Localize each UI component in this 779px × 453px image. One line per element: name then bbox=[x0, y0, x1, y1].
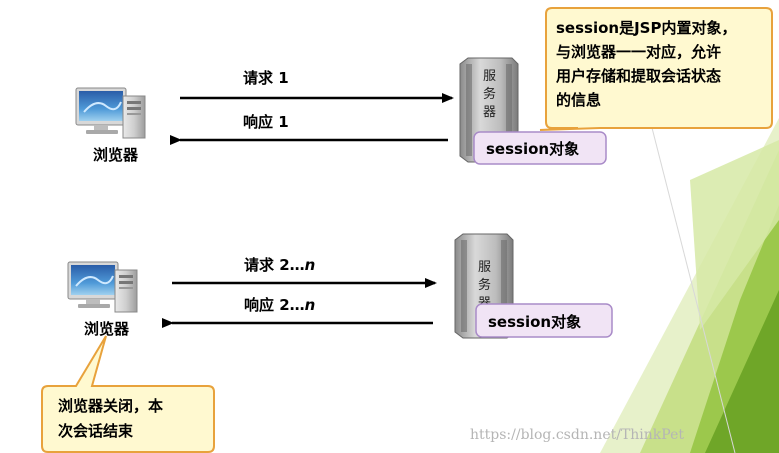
bottom-response-label: 响应 2…n bbox=[244, 296, 315, 314]
computer-icon bbox=[67, 261, 138, 313]
top-callout: session是JSP内置对象， 与浏览器一一对应，允许 用户存储和提取会话状态… bbox=[539, 7, 773, 131]
top-response-label: 响应 1 bbox=[243, 113, 289, 131]
bottom-server-char-2: 务 bbox=[478, 277, 491, 293]
bottom-request-main: 请求 2… bbox=[244, 256, 305, 274]
bottom-session-label: session对象 bbox=[488, 313, 581, 331]
watermark: https://blog.csdn.net/ThinkPet bbox=[470, 427, 684, 443]
top-request-arrow: 请求 1 bbox=[180, 69, 454, 103]
bottom-server-char-1: 服 bbox=[478, 260, 491, 275]
top-server-char-3: 器 bbox=[483, 105, 496, 120]
top-request-label: 请求 1 bbox=[243, 69, 289, 87]
top-callout-line-4: 的信息 bbox=[556, 91, 601, 109]
top-callout-line-2: 与浏览器一一对应，允许 bbox=[556, 43, 721, 61]
top-response-arrow: 响应 1 bbox=[170, 113, 448, 145]
bottom-request-label: 请求 2…n bbox=[244, 256, 315, 274]
bottom-request-arrow: 请求 2…n bbox=[172, 256, 437, 288]
bottom-browser-label: 浏览器 bbox=[84, 320, 130, 338]
bottom-callout: 浏览器关闭，本 次会话结束 bbox=[41, 335, 215, 453]
top-browser-label: 浏览器 bbox=[93, 146, 139, 164]
top-callout-line-3: 用户存储和提取会话状态 bbox=[556, 67, 721, 85]
bottom-session-box: session对象 bbox=[475, 303, 613, 338]
bottom-response-main: 响应 2… bbox=[244, 296, 305, 314]
top-server-char-2: 务 bbox=[483, 86, 496, 102]
bottom-callout-line-1: 浏览器关闭，本 bbox=[58, 397, 163, 415]
top-callout-line-1: session是JSP内置对象， bbox=[556, 19, 736, 37]
green-decoration bbox=[600, 118, 779, 453]
bottom-response-arrow: 响应 2…n bbox=[162, 296, 433, 328]
bottom-callout-line-2: 次会话结束 bbox=[58, 422, 134, 440]
top-browser: 浏览器 bbox=[75, 87, 146, 164]
bottom-browser: 浏览器 bbox=[67, 261, 138, 338]
bottom-request-n: n bbox=[305, 256, 316, 274]
top-session-label: session对象 bbox=[486, 140, 579, 158]
top-server-char-1: 服 bbox=[483, 69, 496, 84]
computer-icon bbox=[75, 87, 146, 139]
bottom-response-n: n bbox=[305, 296, 316, 314]
top-session-box: session对象 bbox=[473, 131, 607, 165]
